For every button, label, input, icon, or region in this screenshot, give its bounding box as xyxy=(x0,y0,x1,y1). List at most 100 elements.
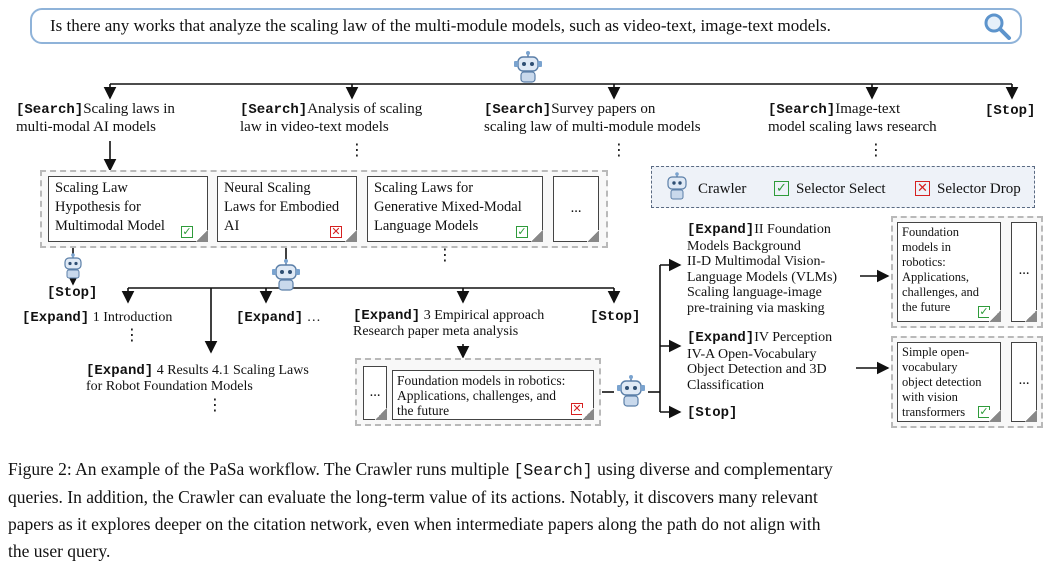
expand-tag: [Expand] xyxy=(22,310,90,326)
paper-card: Scaling Laws for Generative Mixed-Modal … xyxy=(367,176,543,242)
more-dots: ⋮ xyxy=(437,245,453,264)
expand-section: Scaling language-image xyxy=(687,285,822,300)
stop-node: [Stop] xyxy=(47,285,98,301)
expand-section: … xyxy=(306,310,321,325)
search-query: law in video-text models xyxy=(240,119,389,135)
search-query: Image-text xyxy=(835,101,901,117)
paper-title-line: Multimodal Model xyxy=(55,218,165,234)
paper-title-line: Scaling Law xyxy=(55,180,128,196)
crawler-robot-icon xyxy=(514,51,542,83)
search-tag: [Search] xyxy=(240,102,308,118)
caption-text: using diverse and complementary xyxy=(592,459,833,479)
paper-title-line: with vision xyxy=(902,390,958,404)
more-dots: ⋮ xyxy=(124,325,140,344)
paper-title-line: Language Models xyxy=(374,218,479,234)
select-check-icon: ✓ xyxy=(181,225,193,238)
expand-section: Language Models (VLMs) xyxy=(687,269,838,285)
paper-title-line: Foundation xyxy=(902,225,959,239)
expand-node-4: [Expand] 4 Results 4.1 Scaling Laws for … xyxy=(86,363,309,395)
paper-title-line: Neural Scaling xyxy=(224,180,311,196)
drop-cross-icon: ✕ xyxy=(915,181,930,196)
paper-title-line: Hypothesis for xyxy=(55,199,141,215)
select-check-icon: ✓ xyxy=(978,305,990,318)
expand-section: Classification xyxy=(687,377,764,393)
expand-tag: [Expand] xyxy=(687,222,755,238)
paper-more-text: ... xyxy=(1018,372,1030,388)
expand-section: Object Detection and 3D xyxy=(687,362,827,377)
paper-title-line: transformers xyxy=(902,405,966,419)
drop-cross-icon: ✕ xyxy=(330,225,342,238)
workflow-connectors xyxy=(66,83,1019,419)
drop-cross-icon: ✕ xyxy=(571,402,583,415)
expand-section: Models Background xyxy=(687,238,801,254)
expand-section: pre-training via masking xyxy=(687,300,825,316)
paper-card: Foundation models in robotics: Applicati… xyxy=(897,222,1001,322)
query-box[interactable] xyxy=(30,8,1022,44)
expand-section: IV Perception xyxy=(754,330,833,345)
crawler-robot-icon xyxy=(617,375,645,407)
more-dots: ⋮ xyxy=(868,140,884,159)
caption-text: Figure 2: An example of the PaSa workflo… xyxy=(8,459,514,479)
paper-title-line: Laws for Embodied xyxy=(224,199,340,215)
paper-more-text: ... xyxy=(369,384,381,400)
select-check-icon: ✓ xyxy=(516,225,528,238)
search-query: Scaling laws in xyxy=(83,101,175,117)
expand-section: 4 Results 4.1 Scaling Laws xyxy=(156,363,309,378)
stop-node: [Stop] xyxy=(687,405,738,421)
expand-node-3: [Expand] 3 Empirical approach Research p… xyxy=(353,308,544,340)
legend xyxy=(651,166,1035,208)
figure-caption: Figure 2: An example of the PaSa workflo… xyxy=(8,456,1048,565)
crawler-robot-icon xyxy=(64,253,82,279)
select-check-icon: ✓ xyxy=(774,181,789,196)
expand-section: II-D Multimodal Vision- xyxy=(687,254,826,269)
paper-more-text: ... xyxy=(1018,262,1030,278)
paper-card-more: ... xyxy=(363,366,387,420)
search-query: scaling law of multi-module models xyxy=(484,119,701,135)
paper-card-more: ... xyxy=(553,176,599,242)
legend-drop-label: Selector Drop xyxy=(937,181,1021,197)
expand-node-2: [Expand] … xyxy=(236,310,321,326)
paper-title-line: challenges, and xyxy=(902,285,980,299)
paper-card: Neural Scaling Laws for Embodied AI ✕ xyxy=(217,176,357,242)
paper-card-more: ... xyxy=(1011,222,1037,322)
paper-card-more: ... xyxy=(1011,342,1037,422)
caption-code: [Search] xyxy=(513,461,593,480)
caption-text: the user query. xyxy=(8,541,111,561)
paper-card: Simple open- vocabulary object detection… xyxy=(897,342,1001,422)
more-dots: ⋮ xyxy=(349,140,365,159)
paper-title-line: robotics: xyxy=(902,255,946,269)
stop-node: [Stop] xyxy=(985,103,1036,119)
paper-title-line: Simple open- xyxy=(902,345,970,359)
expand-section: 1 Introduction xyxy=(92,310,173,325)
search-query: model scaling laws research xyxy=(768,119,937,135)
query-text: Is there any works that analyze the scal… xyxy=(50,16,831,35)
search-node-1: [Search]Scaling laws in multi-modal AI m… xyxy=(16,101,175,136)
expand-tag: [Expand] xyxy=(687,330,755,346)
crawler-robot-icon xyxy=(272,259,300,291)
search-tag: [Search] xyxy=(768,102,836,118)
more-dots: ⋮ xyxy=(207,395,223,414)
expand-node-5: [Expand]II Foundation Models Background … xyxy=(687,222,837,316)
expand-section: for Robot Foundation Models xyxy=(86,379,253,394)
expand-node-1: [Expand] 1 Introduction xyxy=(22,310,172,326)
caption-text: queries. In addition, the Crawler can ev… xyxy=(8,487,818,507)
expand-section: IV-A Open-Vocabulary xyxy=(687,346,817,362)
search-node-4: [Search]Image-text model scaling laws re… xyxy=(768,101,937,136)
search-node-3: [Search]Survey papers on scaling law of … xyxy=(484,101,701,136)
select-check-icon: ✓ xyxy=(978,405,990,418)
paper-title-line: the future xyxy=(397,403,450,418)
search-tag: [Search] xyxy=(484,102,552,118)
paper-title-line: Foundation models in robotics: xyxy=(397,373,566,388)
paper-title-line: vocabulary xyxy=(902,360,958,374)
more-dots: ⋮ xyxy=(611,140,627,159)
search-tag: [Search] xyxy=(16,102,84,118)
legend-crawler-label: Crawler xyxy=(698,181,747,197)
legend-select-label: Selector Select xyxy=(796,181,886,197)
caption-text: papers as it explores deeper on the cita… xyxy=(8,514,821,534)
paper-title-line: AI xyxy=(224,218,240,234)
crawler-robot-icon xyxy=(667,172,687,200)
paper-title-line: the future xyxy=(902,300,951,314)
paper-card: Foundation models in robotics: Applicati… xyxy=(392,370,594,420)
search-icon[interactable] xyxy=(982,12,1012,40)
expand-tag: [Expand] xyxy=(86,363,154,379)
